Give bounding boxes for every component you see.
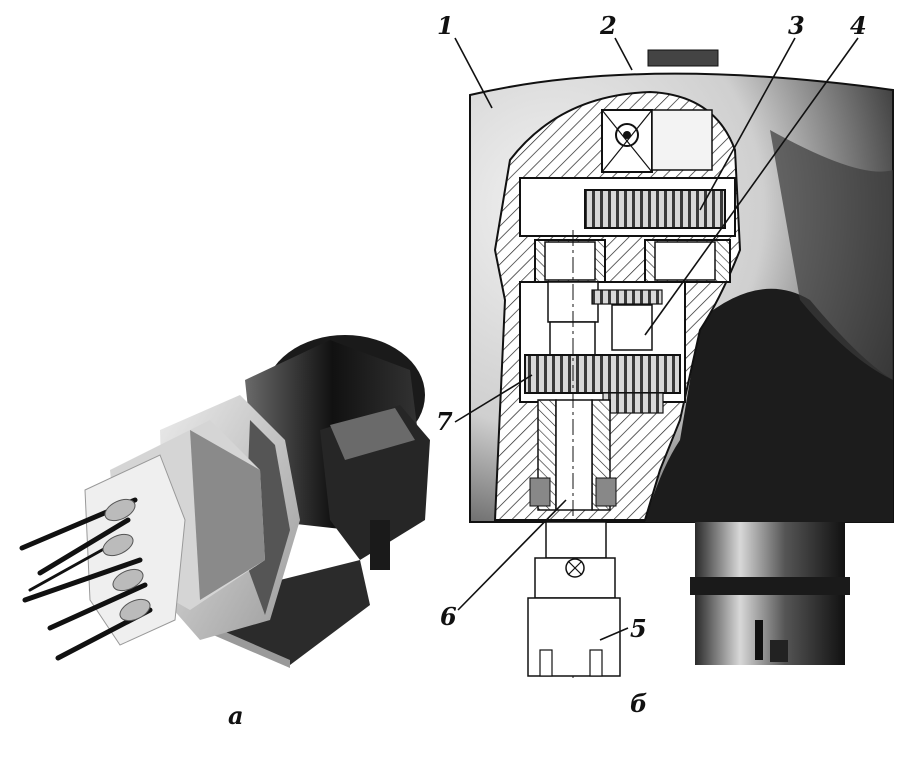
leader-lines xyxy=(454,37,859,641)
callout-7: 7 xyxy=(436,407,453,436)
callout-6: 6 xyxy=(440,602,457,631)
callout-3: 3 xyxy=(788,11,805,40)
callout-labels: 1 2 3 4 5 6 7 xyxy=(436,11,867,643)
subfigure-b-caption: б xyxy=(630,689,647,718)
subfigure-a-photo xyxy=(19,335,430,668)
callout-5: 5 xyxy=(630,614,647,643)
callout-2: 2 xyxy=(599,11,617,40)
subfigure-b-section xyxy=(469,49,894,680)
subfigure-a-caption: а xyxy=(228,701,244,730)
callout-4: 4 xyxy=(850,11,867,40)
callout-1: 1 xyxy=(437,11,454,40)
